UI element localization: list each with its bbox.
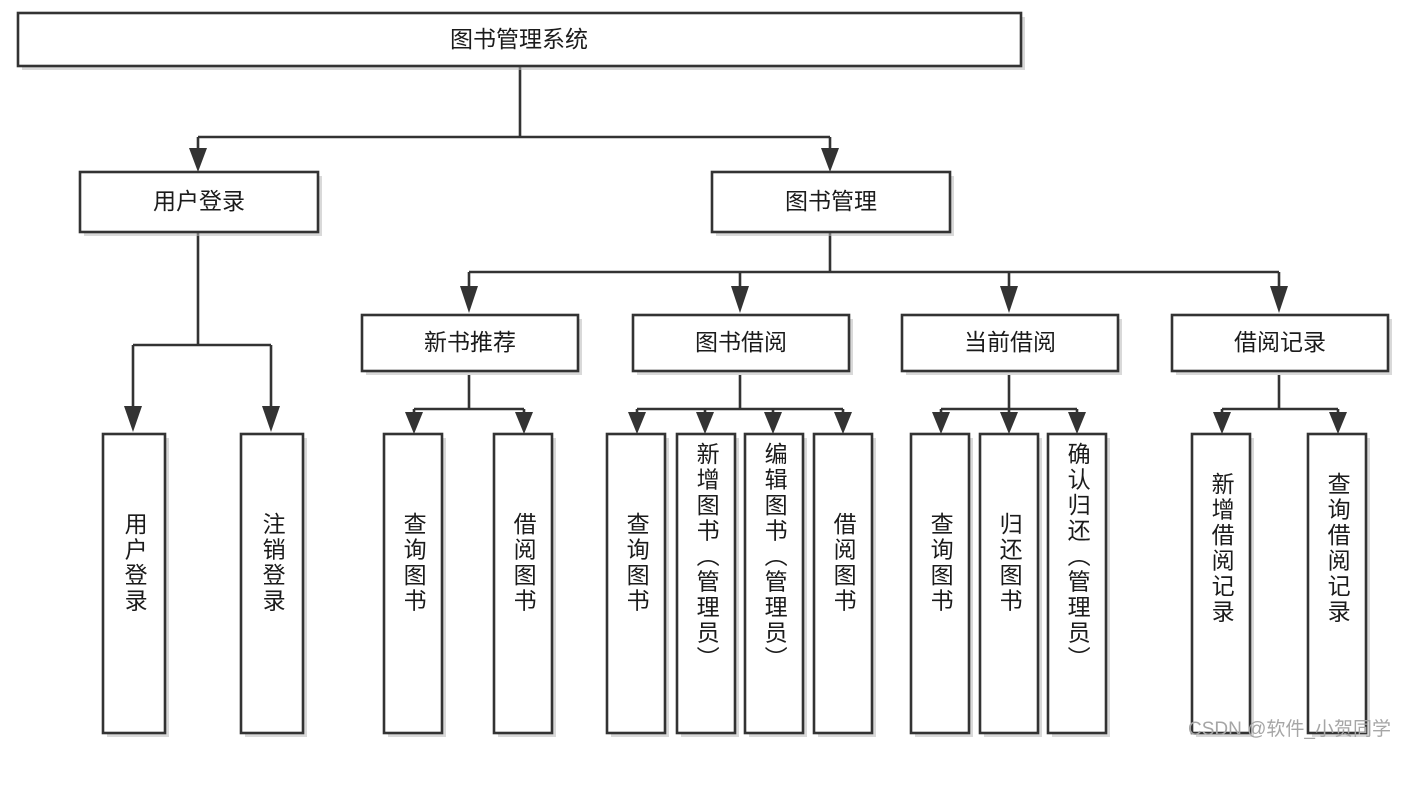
node-book-borrow[interactable] [631,313,851,373]
node-layer: 图书管理系统 用户登录 图书管理 新书推荐 图书借阅 当前借阅 借阅记录 [16,11,1392,737]
flowchart-svg: 图书管理系统 用户登录 图书管理 新书推荐 图书借阅 当前借阅 借阅记录 [16,11,1392,737]
node-borrow-records-label: 借阅记录 [1234,329,1326,355]
arrow-to-new-book [460,286,478,313]
arrow-new-book-leaf-2 [515,412,533,434]
leaf-user-login-1[interactable] [101,432,167,735]
arrow-book-borrow-leaf-1 [628,412,646,434]
arrow-to-borrow-records [1270,286,1288,313]
arrow-book-borrow-leaf-3 [764,412,782,434]
arrow-to-book-manage [821,148,839,172]
leaf-current-borrow-1[interactable] [909,432,971,735]
node-book-manage-label: 图书管理 [785,188,877,214]
leaf-new-book-1[interactable] [382,432,444,735]
node-root-system-label: 图书管理系统 [450,26,588,52]
flowchart-canvas: 图书管理系统 用户登录 图书管理 新书推荐 图书借阅 当前借阅 借阅记录 [16,11,1392,740]
node-user-login[interactable] [78,170,320,234]
arrow-book-borrow-leaf-4 [834,412,852,434]
arrow-current-borrow-leaf-1 [932,412,950,434]
arrow-new-book-leaf-1 [405,412,423,434]
arrow-user-login-leaf-2 [262,406,280,432]
arrow-current-borrow-leaf-3 [1068,412,1086,434]
node-current-borrow[interactable] [900,313,1120,373]
node-user-login-label: 用户登录 [153,188,245,214]
node-root-system[interactable] [16,11,1023,68]
node-borrow-records[interactable] [1170,313,1390,373]
arrow-current-borrow-leaf-2 [1000,412,1018,434]
leaf-book-borrow-1[interactable] [605,432,667,735]
leaf-new-book-2[interactable] [492,432,554,735]
node-new-book-recommend[interactable] [360,313,580,373]
leaf-book-borrow-2[interactable] [675,432,737,735]
node-current-borrow-label: 当前借阅 [964,329,1056,355]
node-new-book-recommend-label: 新书推荐 [424,329,516,355]
leaf-book-borrow-3[interactable] [743,432,805,735]
leaf-user-login-2[interactable] [239,432,305,735]
leaf-borrow-records-2[interactable] [1306,432,1368,735]
arrow-book-borrow-leaf-2 [696,412,714,434]
connector-layer [124,67,1347,434]
node-book-manage[interactable] [710,170,952,234]
leaf-current-borrow-3[interactable] [1046,432,1108,735]
leaf-book-borrow-4[interactable] [812,432,874,735]
arrow-borrow-records-leaf-2 [1329,412,1347,434]
arrow-to-book-borrow [731,286,749,313]
arrow-user-login-leaf-1 [124,406,142,432]
arrow-borrow-records-leaf-1 [1213,412,1231,434]
leaf-current-borrow-2[interactable] [978,432,1040,735]
arrow-to-user-login [189,148,207,172]
node-book-borrow-label: 图书借阅 [695,329,787,355]
leaf-borrow-records-1[interactable] [1190,432,1252,735]
arrow-to-current-borrow [1000,286,1018,313]
